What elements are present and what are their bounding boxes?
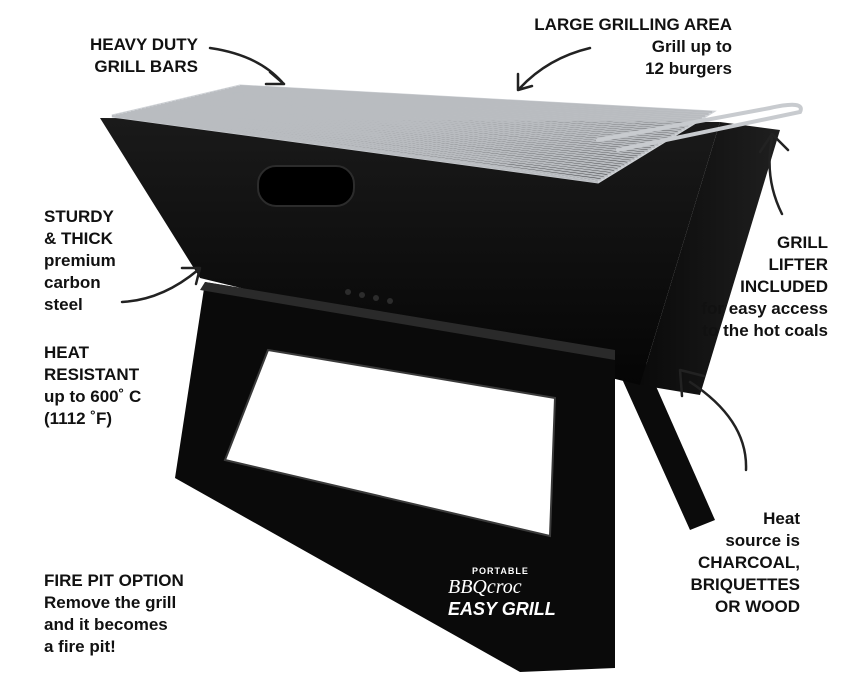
grill-grate — [111, 84, 717, 184]
fire-pit-heading: FIRE PIT OPTION — [44, 571, 184, 590]
grate-bar — [145, 107, 629, 165]
grate-bar — [175, 100, 656, 148]
fire-pit-line-1: Remove the grill — [44, 593, 177, 612]
grill-bars-heading-2: GRILL BARS — [94, 57, 198, 76]
grate-bar — [153, 105, 635, 161]
callout-grill-bars: HEAVY DUTY GRILL BARS — [50, 34, 198, 78]
arrow-lifter — [758, 132, 790, 216]
lifter-line-1: for easy access — [701, 299, 828, 318]
steel-line-1: premium — [44, 251, 116, 270]
grate-bar — [157, 104, 639, 159]
grate-bar — [232, 86, 706, 118]
leg-cutout — [223, 348, 557, 538]
arrow-heat-source — [678, 368, 748, 472]
grate-bar — [138, 108, 622, 169]
grate-bar — [172, 100, 652, 151]
grill-bars-heading-1: HEAVY DUTY — [89, 35, 198, 54]
grate-bar — [202, 93, 679, 134]
grate-bar — [224, 88, 699, 122]
heat-heading-2: RESISTANT — [44, 365, 140, 384]
grilling-area-line-1: Grill up to — [651, 37, 732, 56]
heat-source-line-2: source is — [725, 531, 800, 550]
heat-source-heading-2: BRIQUETTES — [690, 575, 800, 594]
grate-bar — [236, 85, 709, 116]
heat-line-1: up to 600˚ C — [44, 387, 142, 406]
grate-bar — [198, 94, 676, 136]
logo-product-text: EASY GRILL — [448, 599, 556, 619]
heat-heading-1: HEAT — [44, 343, 90, 362]
steel-heading-2: & THICK — [44, 229, 113, 248]
grilling-area-line-2: 12 burgers — [645, 59, 732, 78]
lifter-line-2: to the hot coals — [702, 321, 828, 340]
grate-bar — [119, 113, 605, 179]
grill-body — [100, 118, 720, 385]
logo-small-text: PORTABLE — [472, 566, 529, 576]
arrow-steel — [120, 266, 202, 304]
grate-bar — [123, 112, 609, 177]
grate-bar — [209, 92, 686, 130]
logo-brand-text: BBQcroc — [448, 576, 522, 598]
grate-bar — [217, 90, 692, 126]
grate-bar — [130, 110, 615, 173]
grate-bar — [134, 109, 619, 171]
fire-pit-line-3: a fire pit! — [44, 637, 116, 656]
fire-pit-line-2: and it becomes — [44, 615, 168, 634]
grate-bar — [213, 91, 689, 128]
callout-heat-resistant: HEAT RESISTANT up to 600˚ C (1112 ˚F) — [44, 342, 184, 430]
lifter-heading-2: LIFTER — [768, 255, 829, 274]
grate-bar — [142, 107, 625, 167]
grill-side-panel — [640, 122, 780, 395]
steel-line-2: carbon — [44, 273, 101, 292]
grate-bar — [194, 95, 672, 138]
heat-source-line-1: Heat — [763, 509, 800, 528]
grate-bar — [168, 101, 649, 153]
steel-line-3: steel — [44, 295, 83, 314]
callout-heat-source: Heat source is CHARCOAL, BRIQUETTES OR W… — [640, 508, 800, 618]
callout-grilling-area: LARGE GRILLING AREA Grill up to 12 burge… — [480, 14, 732, 80]
callout-grill-lifter: GRILL LIFTER INCLUDED for easy access to… — [650, 232, 828, 342]
grate-bar — [160, 103, 642, 157]
grate-bar — [179, 99, 659, 146]
grate-bar — [187, 97, 666, 142]
callout-steel: STURDY & THICK premium carbon steel — [44, 206, 164, 316]
grate-bar — [190, 96, 669, 140]
grate-bar — [239, 85, 713, 113]
heat-source-heading-1: CHARCOAL, — [698, 553, 800, 572]
brand-logo: PORTABLE BBQcroc EASY GRILL — [448, 566, 568, 620]
grate-bar — [149, 106, 632, 163]
steel-heading-1: STURDY — [44, 207, 114, 226]
arrow-grill-bars — [208, 46, 286, 86]
arrow-grilling-area — [516, 46, 592, 92]
handle-slot — [257, 165, 355, 207]
grate-bar — [115, 114, 602, 181]
heat-source-heading-3: OR WOOD — [715, 597, 800, 616]
grate-bar — [228, 87, 703, 120]
grate-bar — [164, 102, 646, 155]
lifter-heading-3: INCLUDED — [740, 277, 828, 296]
grate-bar — [111, 115, 599, 183]
heat-line-2: (1112 ˚F) — [44, 409, 113, 428]
grate-bar — [206, 92, 682, 132]
grill-lifter — [596, 102, 803, 152]
grate-bar — [183, 98, 662, 144]
lifter-heading-1: GRILL — [777, 233, 828, 252]
callout-fire-pit: FIRE PIT OPTION Remove the grill and it … — [44, 570, 244, 658]
grate-bar — [221, 89, 696, 124]
grilling-area-heading: LARGE GRILLING AREA — [534, 15, 732, 34]
grate-bar — [126, 111, 612, 175]
